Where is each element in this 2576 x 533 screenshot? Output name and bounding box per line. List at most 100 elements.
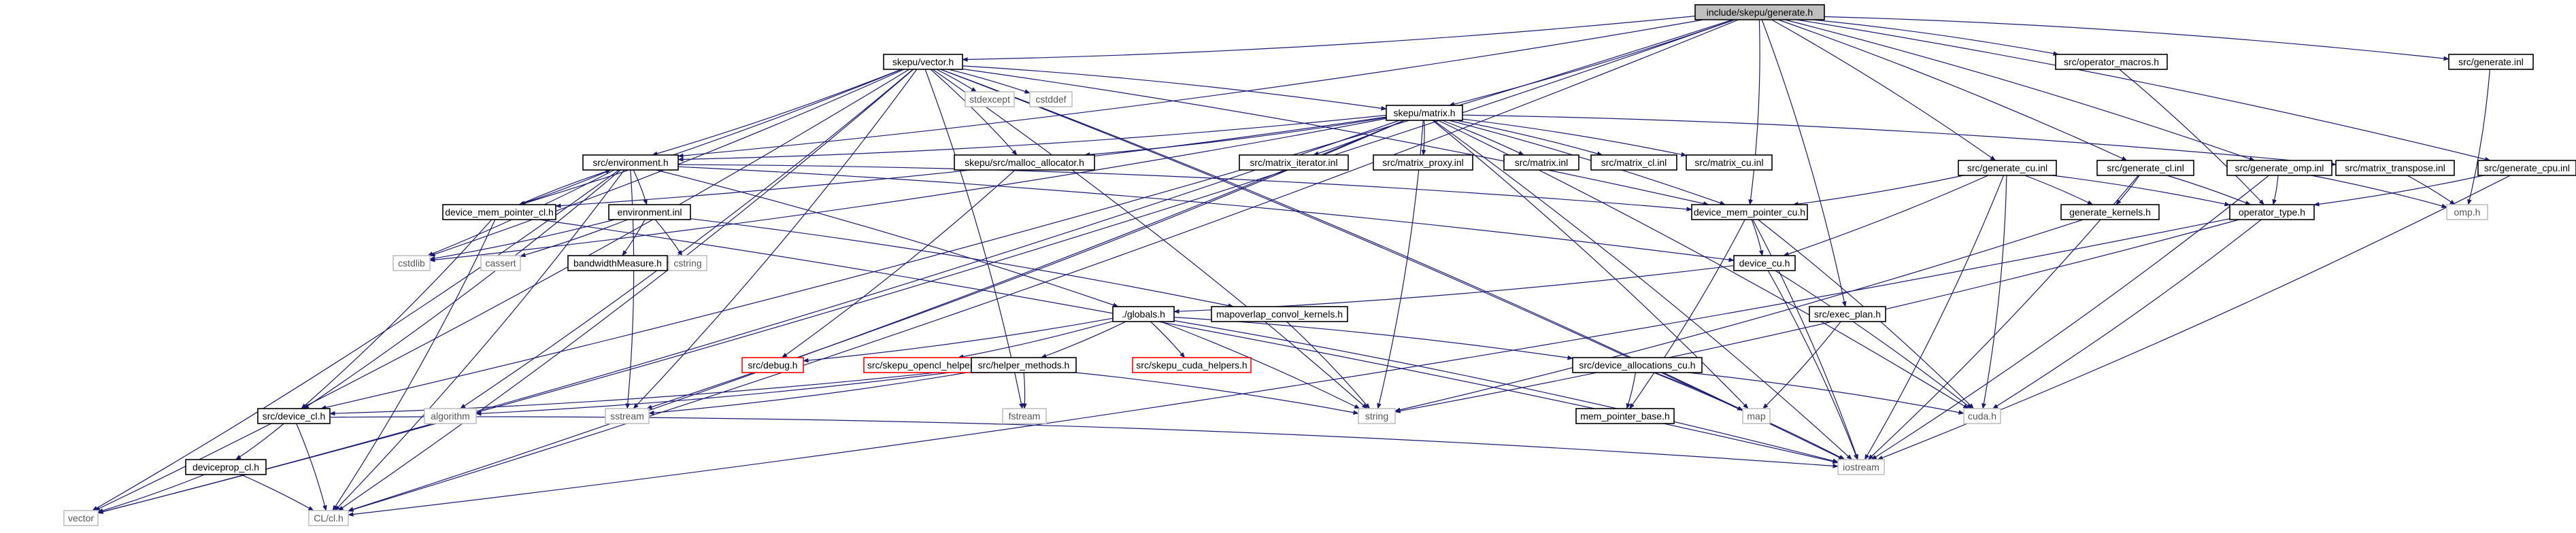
node-mat-trans[interactable]: src/matrix_transpose.inl bbox=[2335, 160, 2455, 176]
node-gen-kernels[interactable]: generate_kernels.h bbox=[2060, 204, 2160, 220]
node-deviceprop-cl[interactable]: deviceprop_cl.h bbox=[185, 459, 267, 475]
node-bw-measure[interactable]: bandwidthMeasure.h bbox=[567, 255, 668, 271]
edge-env_h-to-cl_h bbox=[334, 169, 625, 511]
node-dev-cu[interactable]: device_cu.h bbox=[1733, 255, 1796, 271]
node-label: string bbox=[1365, 411, 1388, 422]
node-dev-cl[interactable]: src/device_cl.h bbox=[257, 408, 331, 424]
node-sstream: sstream bbox=[605, 408, 650, 424]
edge-matrix_h-to-cl_h bbox=[348, 120, 1405, 512]
node-label: src/debug.h bbox=[748, 360, 797, 371]
edge-vector_h-to-map bbox=[940, 69, 1743, 411]
edge-gen_inl-to-omp_h bbox=[2467, 69, 2490, 205]
edge-dev_alloc_cu-to-map bbox=[1654, 372, 1743, 411]
edge-malloc_alloc-to-debug_h bbox=[782, 169, 1016, 358]
edge-env_h-to-sstream bbox=[625, 169, 635, 409]
edge-env_h-to-env_inl bbox=[633, 169, 648, 205]
node-env-h[interactable]: src/environment.h bbox=[582, 154, 679, 171]
node-label: map bbox=[1747, 411, 1765, 422]
node-cl-h: CL/cl.h bbox=[308, 510, 349, 526]
edge-dev_cu-to-iostream bbox=[1767, 270, 1858, 460]
edge-dmp_cl-to-iostream bbox=[539, 219, 1839, 464]
node-mat-cu[interactable]: src/matrix_cu.inl bbox=[1686, 154, 1773, 171]
edge-vector_h-to-iostream bbox=[940, 69, 1845, 460]
edge-helper_methods-to-sstream bbox=[648, 371, 972, 415]
node-fstream: fstream bbox=[1002, 408, 1047, 424]
node-label: ./globals.h bbox=[1122, 309, 1165, 320]
node-box bbox=[2335, 160, 2455, 176]
node-box bbox=[1358, 408, 1396, 424]
node-box bbox=[1572, 357, 1703, 373]
edge-vector_h-to-algorithm bbox=[460, 69, 914, 409]
node-matrix-h[interactable]: skepu/matrix.h bbox=[1386, 105, 1463, 121]
edge-root-to-vector_h bbox=[962, 16, 1696, 62]
edge-deviceprop_cl-to-cl_h bbox=[240, 474, 314, 511]
edge-env_inl-to-mapoverlap bbox=[690, 218, 1234, 308]
edge-gen_kernels-to-string bbox=[1394, 219, 2084, 413]
node-mat-proxy[interactable]: src/matrix_proxy.inl bbox=[1373, 154, 1473, 171]
edge-env_inl-to-cstdlib bbox=[429, 219, 615, 261]
node-label: cstdlib bbox=[398, 258, 425, 269]
edge-globals-to-dev_alloc_cu bbox=[1173, 317, 1573, 360]
node-label: deviceprop_cl.h bbox=[193, 462, 259, 472]
node-label: src/matrix_transpose.inl bbox=[2345, 162, 2445, 173]
node-root[interactable]: include/skepu/generate.h bbox=[1694, 4, 1825, 20]
node-gen-omp[interactable]: src/generate_omp.inl bbox=[2226, 160, 2332, 176]
edge-globals-to-debug_h bbox=[803, 317, 1114, 363]
node-label: src/skepu_cuda_helpers.h bbox=[1136, 360, 1247, 371]
nodes-layer: include/skepu/generate.h skepu/vector.h sr… bbox=[63, 4, 2576, 526]
node-gen-inl[interactable]: src/generate.inl bbox=[2448, 54, 2534, 70]
node-malloc-alloc[interactable]: skepu/src/malloc_allocator.h bbox=[954, 154, 1095, 171]
node-mem-ptr-base[interactable]: mem_pointer_base.h bbox=[1575, 408, 1675, 424]
node-gen-cpu[interactable]: src/generate_cpu.inl bbox=[2477, 160, 2576, 176]
node-op-macros[interactable]: src/operator_macros.h bbox=[2055, 54, 2168, 70]
edge-root-to-op_macros bbox=[1812, 19, 2059, 56]
node-box bbox=[1590, 154, 1677, 171]
edge-dev_cu-to-cuda_h bbox=[1775, 270, 1973, 409]
node-box bbox=[965, 91, 1015, 107]
node-label: iostream bbox=[1843, 462, 1879, 472]
node-dev-alloc-cu[interactable]: src/device_allocations_cu.h bbox=[1572, 357, 1703, 373]
edge-vector_h-to-stdexcept bbox=[936, 69, 977, 92]
edge-matrix_h-to-iostream bbox=[1433, 120, 1853, 460]
node-globals[interactable]: ./globals.h bbox=[1112, 306, 1175, 322]
node-env-inl[interactable]: environment.inl bbox=[608, 204, 691, 220]
node-label: src/generate.inl bbox=[2458, 56, 2524, 67]
node-label: fstream bbox=[1009, 411, 1041, 422]
node-box bbox=[1503, 154, 1579, 171]
edge-root-to-gen_cl bbox=[1778, 19, 2128, 161]
node-cstdlib: cstdlib bbox=[392, 255, 431, 271]
node-box bbox=[257, 408, 331, 424]
node-box bbox=[1386, 105, 1463, 121]
node-mat-iter[interactable]: src/matrix_iterator.inl bbox=[1239, 154, 1349, 171]
edges-layer bbox=[92, 16, 2511, 517]
node-label: vector bbox=[68, 513, 94, 523]
node-ocl-helpers[interactable]: src/skepu_opencl_helpers.h bbox=[863, 357, 990, 373]
node-vector-h[interactable]: skepu/vector.h bbox=[883, 54, 963, 70]
node-mapoverlap[interactable]: mapoverlap_convol_kernels.h bbox=[1211, 306, 1348, 322]
edge-dev_cl-to-iostream bbox=[329, 416, 1839, 468]
edge-dev_alloc_cu-to-mem_ptr_base bbox=[1626, 372, 1636, 409]
node-dmp-cu[interactable]: device_mem_pointer_cu.h bbox=[1691, 204, 1808, 220]
node-gen-cl[interactable]: src/generate_cl.inl bbox=[2096, 160, 2194, 176]
node-mat-inl[interactable]: src/matrix.inl bbox=[1503, 154, 1579, 171]
edge-deviceprop_cl-to-vector bbox=[97, 474, 205, 513]
edge-vector_h-to-string bbox=[932, 69, 1368, 409]
node-box bbox=[582, 154, 679, 171]
node-label: src/exec_plan.h bbox=[1814, 309, 1881, 320]
node-box bbox=[2229, 204, 2315, 220]
node-exec-plan[interactable]: src/exec_plan.h bbox=[1809, 306, 1886, 322]
node-helper-methods[interactable]: src/helper_methods.h bbox=[971, 357, 1077, 373]
node-box bbox=[1809, 306, 1886, 322]
node-gen-cu[interactable]: src/generate_cu.inl bbox=[1958, 160, 2057, 176]
node-mat-cl[interactable]: src/matrix_cl.inl bbox=[1590, 154, 1677, 171]
edge-root-to-dev_cl bbox=[320, 19, 1733, 410]
edge-vector_h-to-cl_h bbox=[337, 69, 914, 511]
node-debug-h[interactable]: src/debug.h bbox=[741, 357, 804, 373]
node-box bbox=[1733, 255, 1796, 271]
node-op-type[interactable]: operator_type.h bbox=[2229, 204, 2315, 220]
node-dmp-cl[interactable]: device_mem_pointer_cl.h bbox=[442, 204, 556, 220]
node-vector: vector bbox=[63, 510, 99, 526]
node-cuda-helpers[interactable]: src/skepu_cuda_helpers.h bbox=[1132, 357, 1252, 373]
node-box bbox=[2446, 204, 2488, 220]
edge-matrix_h-to-map bbox=[1432, 120, 1749, 409]
